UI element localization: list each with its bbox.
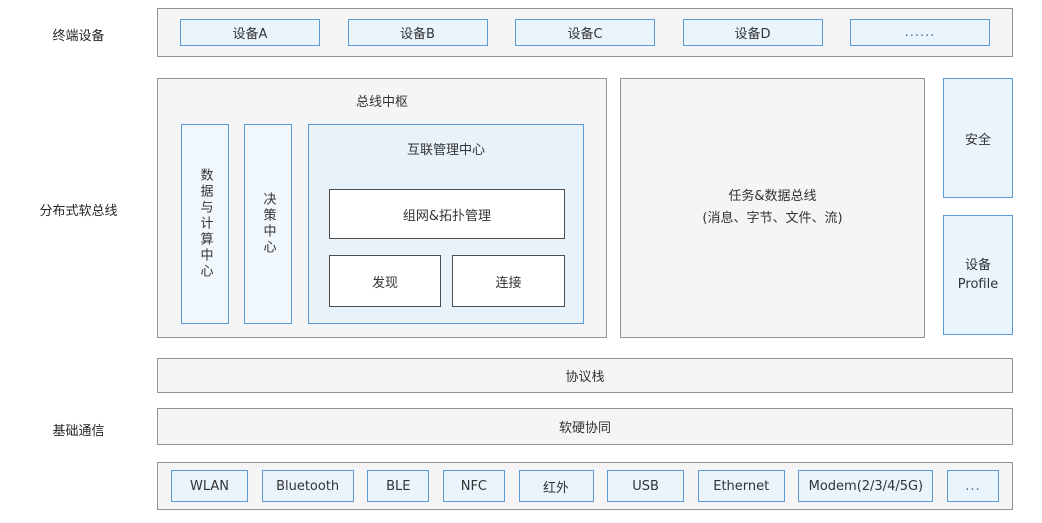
ethernet-box: Ethernet bbox=[697, 470, 785, 502]
decision-center-label: 决策中心 bbox=[260, 192, 276, 256]
device-b-box: 设备B bbox=[347, 19, 488, 46]
layer-label-terminal-devices: 终端设备 bbox=[52, 29, 105, 44]
bus-hub-title: 总线中枢 bbox=[355, 95, 408, 110]
comm-tech-container: WLAN Bluetooth BLE NFC 红外 USB Ethernet M… bbox=[157, 462, 1013, 510]
layer-label-basic-communication: 基础通信 bbox=[52, 424, 105, 439]
modem-box: Modem(2/3/4/5G) bbox=[798, 470, 934, 502]
interconnect-management-center: 互联管理中心 组网&拓扑管理 发现 连接 bbox=[308, 124, 584, 324]
device-d-box: 设备D bbox=[682, 19, 823, 46]
hw-sw-synergy-bar: 软硬协同 bbox=[157, 408, 1013, 445]
task-data-bus-subtitle: (消息、字节、文件、流) bbox=[702, 211, 843, 226]
nfc-box: NFC bbox=[442, 470, 505, 502]
layer-label-distributed-softbus: 分布式软总线 bbox=[39, 204, 118, 219]
security-box: 安全 bbox=[943, 78, 1013, 198]
ble-box: BLE bbox=[367, 470, 430, 502]
device-profile-box: 设备 Profile bbox=[943, 215, 1013, 335]
usb-box: USB bbox=[607, 470, 685, 502]
terminal-devices-container: 设备A 设备B 设备C 设备D ...... bbox=[157, 8, 1013, 57]
networking-topology-box: 组网&拓扑管理 bbox=[329, 189, 565, 239]
device-profile-label-en: Profile bbox=[957, 277, 999, 292]
more-tech-box: ... bbox=[947, 470, 999, 502]
device-a-box: 设备A bbox=[180, 19, 320, 46]
decision-center-box: 决策中心 bbox=[244, 124, 292, 324]
bus-hub-container: 总线中枢 数据与计算中心 决策中心 互联管理中心 组网&拓扑管理 发现 连接 bbox=[157, 78, 607, 338]
discovery-box: 发现 bbox=[329, 255, 441, 307]
data-compute-center-label: 数据与计算中心 bbox=[197, 168, 213, 280]
infrared-box: 红外 bbox=[518, 470, 594, 502]
device-c-box: 设备C bbox=[515, 19, 655, 46]
task-data-bus-title: 任务&数据总线 bbox=[728, 188, 817, 204]
connection-box: 连接 bbox=[452, 255, 565, 307]
bluetooth-box: Bluetooth bbox=[261, 470, 354, 502]
protocol-stack-bar: 协议栈 bbox=[157, 358, 1013, 393]
device-profile-label-cn: 设备 bbox=[964, 257, 991, 273]
wlan-box: WLAN bbox=[171, 470, 248, 502]
device-more-box: ...... bbox=[850, 19, 990, 46]
data-compute-center-box: 数据与计算中心 bbox=[181, 124, 229, 324]
task-data-bus-box: 任务&数据总线 (消息、字节、文件、流) bbox=[620, 78, 925, 338]
interconnect-management-title: 互联管理中心 bbox=[406, 143, 485, 158]
